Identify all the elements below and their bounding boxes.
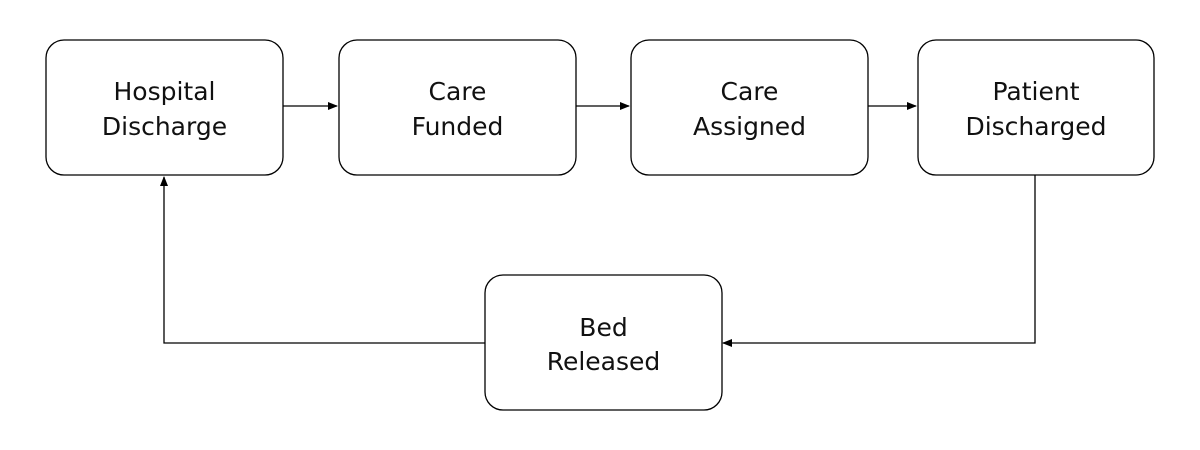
node-box	[45, 39, 284, 176]
node-label-line: Bed	[579, 313, 627, 342]
node-care-assigned: Care Assigned	[630, 39, 869, 176]
node-box	[917, 39, 1155, 176]
node-box	[630, 39, 869, 176]
node-box	[338, 39, 577, 176]
node-label-line: Funded	[412, 112, 504, 141]
node-box	[484, 274, 723, 411]
edge-bed-released-to-hospital-discharge	[160, 176, 485, 344]
node-patient-discharged: Patient Discharged	[917, 39, 1155, 176]
node-label-line: Assigned	[693, 112, 806, 141]
node-label-line: Care	[721, 77, 779, 106]
node-bed-released: Bed Released	[484, 274, 723, 411]
edges	[160, 102, 1036, 347]
node-care-funded: Care Funded	[338, 39, 577, 176]
node-label-line: Discharged	[965, 112, 1106, 141]
node-label-line: Hospital	[113, 77, 215, 106]
node-label-line: Patient	[992, 77, 1079, 106]
edge-patient-discharged-to-bed-released	[722, 175, 1036, 347]
node-label-line: Discharge	[102, 112, 227, 141]
node-label-line: Care	[429, 77, 487, 106]
node-hospital-discharge: Hospital Discharge	[45, 39, 284, 176]
node-label-line: Released	[547, 347, 661, 376]
